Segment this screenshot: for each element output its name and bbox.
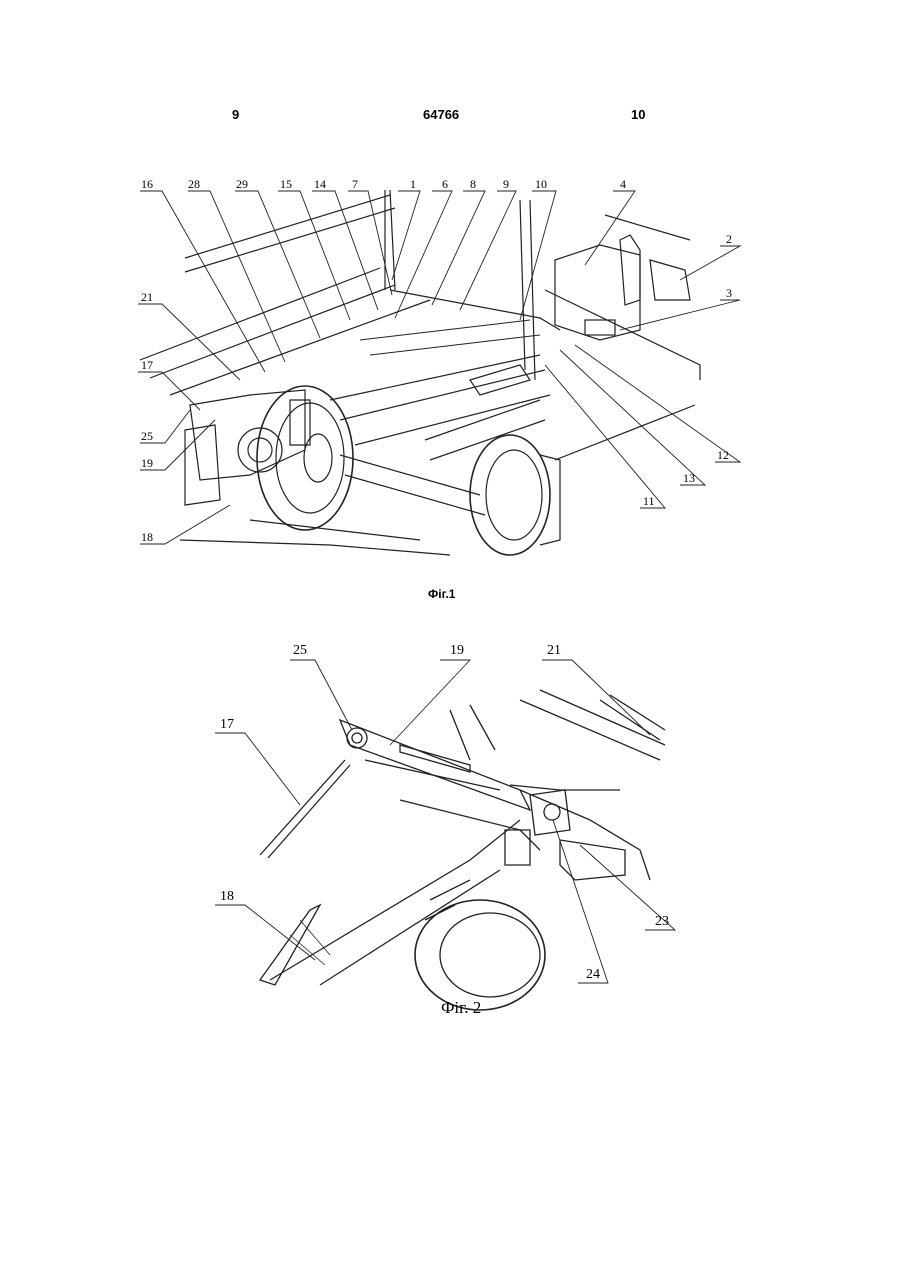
fig2-label-19: 19 <box>450 643 464 658</box>
fig2-label-21: 21 <box>547 643 561 658</box>
fig2-label-18: 18 <box>220 889 234 904</box>
fig2-label-17: 17 <box>220 717 234 732</box>
fig2-label-25: 25 <box>293 643 307 658</box>
fig2-label-24: 24 <box>586 967 600 982</box>
figure-2-caption: Фіг. 2 <box>441 998 481 1018</box>
fig2-label-23: 23 <box>655 914 669 929</box>
